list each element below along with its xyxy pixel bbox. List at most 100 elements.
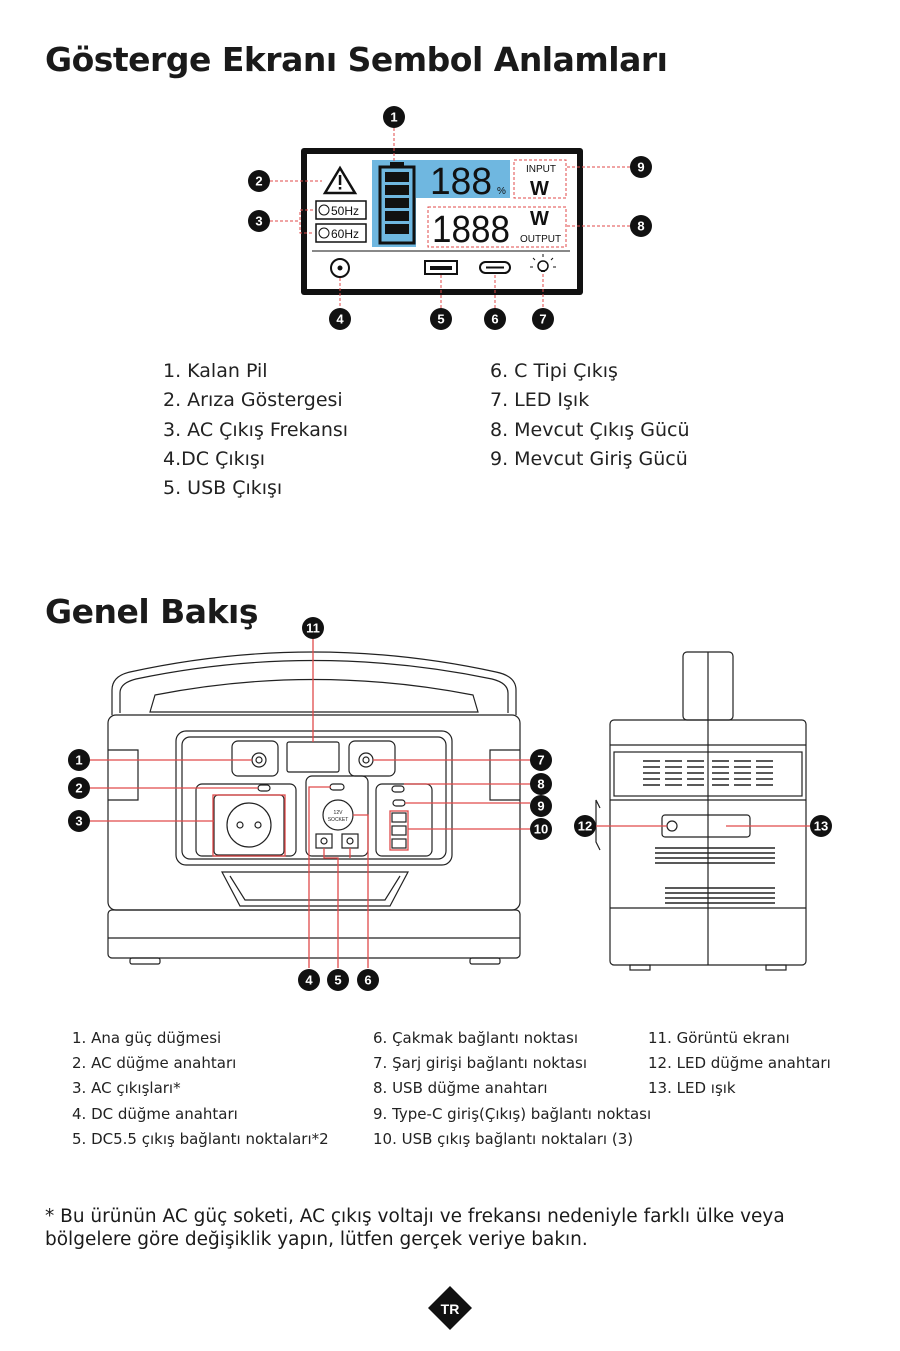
svg-text:9: 9 — [637, 160, 644, 175]
socket-label-top: 12V — [334, 810, 344, 816]
callout-3: 3 — [68, 810, 90, 832]
legend-1-right: 6. C Tipi Çıkış 7. LED Işık 8. Mevcut Çı… — [490, 357, 690, 474]
svg-text:10: 10 — [534, 822, 548, 837]
callout-7: 7 — [532, 308, 554, 330]
legend-item: 9. Mevcut Giriş Gücü — [490, 447, 688, 470]
handle — [111, 651, 517, 715]
legend-1-left: 1. Kalan Pil 2. Arıza Göstergesi 3. AC Ç… — [163, 357, 348, 503]
callout-13: 13 — [810, 815, 832, 837]
legend-2-col2: 6. Çakmak bağlantı noktası 7. Şarj giriş… — [373, 1026, 651, 1152]
freq-50-label: 50Hz — [331, 204, 359, 218]
warning-icon — [322, 165, 358, 195]
freq-60-label: 60Hz — [331, 227, 359, 241]
callout-4: 4 — [329, 308, 351, 330]
legend-item: 7. Şarj girişi bağlantı noktası — [373, 1054, 588, 1073]
ac-socket — [213, 794, 285, 856]
language-badge-label: TR — [441, 1301, 460, 1317]
device-diagram: 12V SOCKET 11 1 2 3 7 8 9 10 4 5 6 12 13 — [68, 617, 832, 991]
dc-output-icon — [330, 258, 350, 278]
svg-text:3: 3 — [255, 214, 262, 229]
lcd-output-watt: W — [530, 208, 549, 230]
callout-7: 7 — [530, 749, 552, 771]
legend-item: 1. Kalan Pil — [163, 360, 268, 382]
svg-text:6: 6 — [491, 312, 498, 327]
legend-item: 5. DC5.5 çıkış bağlantı noktaları*2 — [72, 1129, 329, 1148]
callout-8: 8 — [530, 773, 552, 795]
lcd-output-value: 1888 — [432, 209, 510, 251]
legend-item: 13. LED ışık — [648, 1079, 736, 1098]
svg-text:1: 1 — [75, 753, 82, 768]
power-button — [251, 752, 267, 768]
lcd-input-label: INPUT — [526, 164, 556, 175]
legend-item: 9. Type-C giriş(Çıkış) bağlantı noktası — [373, 1104, 652, 1123]
display-screen — [286, 741, 340, 773]
section2-title: Genel Bakış — [45, 592, 258, 631]
legend-item: 3. AC Çıkış Frekansı — [163, 418, 349, 441]
callout-9: 9 — [530, 795, 552, 817]
svg-text:4: 4 — [336, 312, 344, 327]
legend-2-col3: 11. Görüntü ekranı 12. LED düğme anahtar… — [648, 1026, 831, 1102]
callout-12: 12 — [574, 815, 596, 837]
svg-text:9: 9 — [537, 799, 544, 814]
callout-8: 8 — [630, 215, 652, 237]
front-panel — [175, 730, 453, 866]
legend-item: 1. Ana güç düğmesi — [72, 1029, 222, 1047]
legend-item: 7. LED Işık — [490, 389, 590, 412]
legend-item: 8. USB düğme anahtarı — [373, 1079, 548, 1098]
legend-item: 11. Görüntü ekranı — [648, 1029, 790, 1047]
footnote: * Bu ürünün AC güç soketi, AC çıkış volt… — [45, 1206, 785, 1250]
svg-text:13: 13 — [814, 819, 828, 834]
led-button — [666, 820, 678, 832]
svg-text:7: 7 — [537, 753, 544, 768]
legend-item: 4. DC düğme anahtarı — [72, 1104, 238, 1123]
callout-1: 1 — [68, 749, 90, 771]
legend-item: 6. C Tipi Çıkış — [490, 360, 618, 382]
section1-title: Gösterge Ekranı Sembol Anlamları — [45, 40, 668, 79]
svg-text:12: 12 — [578, 819, 592, 834]
svg-text:8: 8 — [537, 777, 544, 792]
callout-2: 2 — [248, 170, 270, 192]
svg-text:6: 6 — [364, 973, 371, 988]
lcd-output-label: OUTPUT — [520, 234, 561, 245]
callout-3: 3 — [248, 210, 270, 232]
lcd-percent: % — [497, 186, 506, 197]
svg-text:2: 2 — [75, 781, 82, 796]
lcd-input-value: 188 — [430, 161, 492, 203]
legend-item: 12. LED düğme anahtarı — [648, 1054, 831, 1073]
usb-c-icon — [479, 261, 511, 274]
legend-2-col1: 1. Ana güç düğmesi 2. AC düğme anahtarı … — [72, 1026, 329, 1152]
callout-1: 1 — [383, 106, 405, 128]
legend-item: 4.DC Çıkışı — [163, 447, 266, 470]
callout-2: 2 — [68, 777, 90, 799]
callout-11: 11 — [302, 617, 324, 639]
device-body — [107, 714, 521, 911]
callout-6: 6 — [357, 969, 379, 991]
legend-item: 2. AC düğme anahtarı — [72, 1054, 237, 1073]
callout-10: 10 — [530, 818, 552, 840]
svg-text:1: 1 — [390, 110, 397, 125]
callout-5: 5 — [430, 308, 452, 330]
language-badge: TR — [428, 1286, 472, 1330]
svg-text:7: 7 — [539, 312, 546, 327]
callout-4: 4 — [298, 969, 320, 991]
usb-icon — [424, 260, 458, 275]
legend-item: 6. Çakmak bağlantı noktası — [373, 1029, 579, 1047]
lcd-input-watt: W — [530, 178, 549, 200]
legend-item: 10. USB çıkış bağlantı noktaları (3) — [373, 1129, 634, 1148]
svg-text:11: 11 — [306, 621, 320, 636]
led-light-icon — [530, 254, 556, 272]
callout-6: 6 — [484, 308, 506, 330]
battery-icon — [378, 162, 416, 245]
lcd-diagram: 188 % INPUT W 1888 W OUTPUT 50Hz 60Hz — [248, 106, 652, 330]
callout-9: 9 — [630, 156, 652, 178]
side-vents — [643, 760, 775, 904]
svg-text:5: 5 — [437, 312, 444, 327]
svg-text:3: 3 — [75, 814, 82, 829]
legend-item: 2. Arıza Göstergesi — [163, 389, 343, 412]
charge-port — [358, 752, 374, 768]
legend-item: 5. USB Çıkışı — [163, 477, 283, 500]
socket-label-bottom: SOCKET — [328, 817, 349, 823]
callout-5: 5 — [327, 969, 349, 991]
svg-text:2: 2 — [255, 174, 262, 189]
legend-item: 3. AC çıkışları* — [72, 1079, 181, 1098]
